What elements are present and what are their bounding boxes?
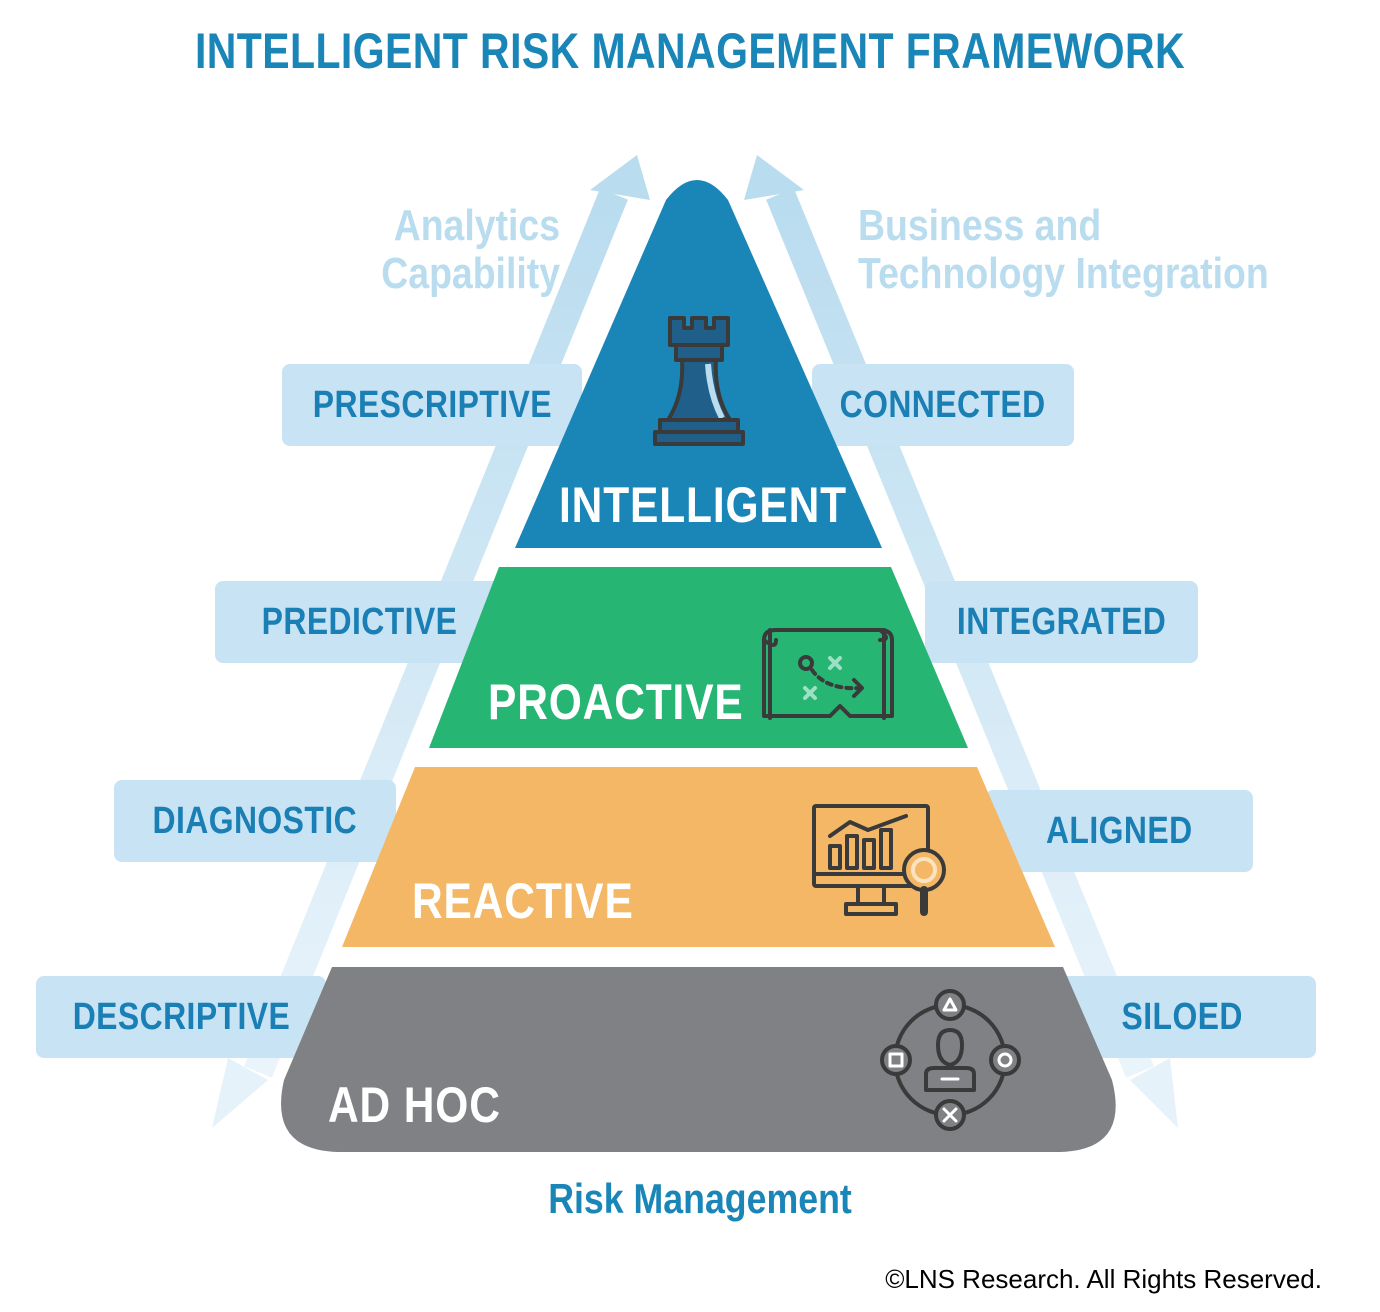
treasure-map-icon [762, 628, 894, 720]
analytics-pill-predictive: PREDICTIVE [215, 581, 505, 663]
integration-arrow-head-down [1130, 1058, 1178, 1128]
integration-pill-siloed: SILOED [1048, 976, 1316, 1058]
integration-pill-label: CONNECTED [840, 383, 1046, 426]
analytics-arrow-head-down [212, 1058, 268, 1128]
analytics-pill-descriptive: DESCRIPTIVE [36, 976, 326, 1058]
level-label-reactive: REACTIVE [412, 873, 634, 929]
business-technology-label: Business and Technology Integration [858, 202, 1300, 298]
analytics-capability-label: Analytics Capability [339, 202, 560, 298]
level-label-intelligent: INTELLIGENT [559, 477, 847, 533]
analytics-pill-label: DIAGNOSTIC [152, 799, 358, 842]
person-options-icon [880, 989, 1021, 1131]
pyramid-tier-ad-hoc [281, 967, 1116, 1152]
pyramid-tier-proactive [429, 567, 968, 748]
axis-label-line: Business and [858, 201, 1102, 250]
integration-pill-label: ALIGNED [1045, 809, 1193, 852]
analytics-pill-diagnostic: DIAGNOSTIC [114, 780, 396, 862]
chess-rook-icon [653, 316, 745, 446]
analytics-pill-label: DESCRIPTIVE [72, 995, 290, 1038]
axis-label-line: Capability [381, 249, 560, 298]
integration-pill-aligned: ALIGNED [985, 790, 1253, 872]
analytics-pill-prescriptive: PRESCRIPTIVE [282, 364, 582, 446]
integration-pill-label: INTEGRATED [956, 600, 1167, 643]
analytics-monitor-icon [812, 804, 946, 916]
integration-arrow-head-up [744, 155, 804, 200]
integration-pill-connected: CONNECTED [812, 364, 1074, 446]
axis-label-line: Analytics [393, 201, 560, 250]
axis-label-line: Technology Integration [858, 249, 1269, 298]
integration-pill-label: SILOED [1121, 995, 1243, 1038]
integration-pill-integrated: INTEGRATED [925, 581, 1198, 663]
copyright-notice: ©LNS Research. All Rights Reserved. [885, 1264, 1322, 1294]
level-label-proactive: PROACTIVE [488, 674, 744, 730]
analytics-pill-label: PREDICTIVE [262, 600, 458, 643]
analytics-pill-label: PRESCRIPTIVE [312, 383, 552, 426]
page-title: INTELLIGENT RISK MANAGEMENT FRAMEWORK [194, 23, 1185, 79]
level-label-ad-hoc: AD HOC [328, 1077, 501, 1133]
analytics-arrow-head-up [590, 155, 650, 200]
risk-management-label: Risk Management [548, 1175, 852, 1222]
